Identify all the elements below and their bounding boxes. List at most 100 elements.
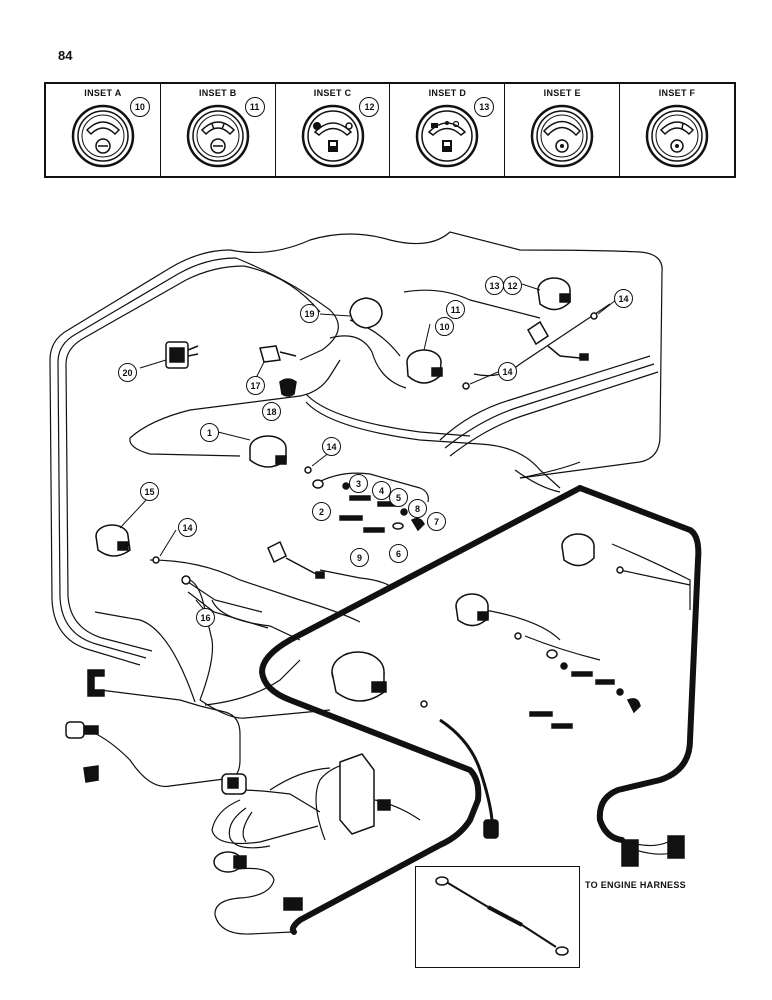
leader-lines (119, 283, 617, 613)
ignition-switch-icon (221, 773, 247, 795)
callout-1: 1 (200, 423, 219, 442)
inset-b: INSET B 11 (161, 84, 276, 176)
callout-17: 17 (246, 376, 265, 395)
plug-part-icon (392, 522, 404, 530)
connector-icon (590, 312, 598, 320)
plug-part-icon (312, 479, 324, 489)
gauge-meter-icon (186, 104, 249, 168)
callout-7: 7 (427, 512, 446, 531)
callout-10: 10 (435, 317, 454, 336)
inset-title: INSET C (313, 88, 352, 98)
inset-title: INSET F (658, 88, 696, 98)
inset-a: INSET A 10 (46, 84, 161, 176)
socket-part-icon (410, 517, 425, 532)
engine-connector-icon (667, 835, 685, 859)
callout-3: 3 (349, 474, 368, 493)
inset-c: INSET C 12 (276, 84, 391, 176)
socket-part-icon (626, 698, 641, 714)
inset-callout: 11 (244, 97, 265, 117)
engine-connector-icon (621, 839, 639, 867)
light-switch-icon (65, 721, 99, 739)
bulb-part-icon (560, 662, 568, 670)
callout-20: 20 (118, 363, 137, 382)
lead-part-icon (339, 515, 363, 521)
inset-d: INSET D 13 (390, 84, 506, 176)
callout-19: 19 (300, 304, 319, 323)
callout-8: 8 (408, 499, 427, 518)
push-switch-icon (213, 851, 247, 873)
callout-13: 13 (485, 276, 504, 295)
bulb-18-icon (279, 378, 297, 397)
engine-harness-label: TO ENGINE HARNESS (585, 880, 686, 890)
connector-icon (152, 556, 160, 564)
callout-6: 6 (389, 544, 408, 563)
large-gauge-icon (331, 651, 387, 702)
coax-plug-icon (483, 819, 499, 839)
inset-title: INSET E (543, 88, 581, 98)
lead-part-icon (349, 495, 371, 501)
callout-14: 14 (498, 362, 517, 381)
inset-callout: 12 (359, 97, 380, 117)
callout-11: 11 (446, 300, 465, 319)
callout-18: 18 (262, 402, 281, 421)
fuel-gauge-icon (416, 104, 479, 168)
callout-2: 2 (312, 502, 331, 521)
components (65, 277, 685, 911)
ground-strap-icon (435, 876, 569, 956)
connector-icon (616, 566, 624, 574)
inset-f: INSET F (620, 84, 734, 176)
callout-16: 16 (196, 608, 215, 627)
switch-20-icon (165, 341, 199, 369)
gauge-meter-icon (530, 104, 594, 168)
callout-5: 5 (389, 488, 408, 507)
connector-icon (462, 382, 470, 390)
main-harness-cable (259, 485, 702, 935)
callout-4: 4 (372, 481, 391, 500)
gauge-13-icon (537, 277, 571, 311)
gauge-10-icon (406, 349, 443, 384)
gauge-meter-icon (645, 104, 709, 168)
callout-14: 14 (322, 437, 341, 456)
lead-part-icon (595, 679, 615, 685)
sender-unit-icon (527, 320, 589, 361)
page-number: 84 (58, 48, 73, 63)
gauge-meter-icon (71, 104, 135, 168)
plug-part-icon (546, 649, 558, 659)
connector-icon (181, 575, 191, 585)
sender-unit-icon (267, 540, 325, 579)
connector-icon (420, 700, 428, 708)
connector-icon (304, 466, 312, 474)
connector-icon (514, 632, 522, 640)
socket-17-icon (259, 345, 297, 363)
harness-plug-icon (283, 897, 303, 911)
inset-title: INSET A (84, 88, 122, 98)
lead-part-icon (571, 671, 593, 677)
lamp-19-icon (349, 297, 383, 329)
detail-inset-box (415, 866, 580, 968)
gauge-15-icon (95, 524, 131, 557)
inset-e: INSET E (505, 84, 621, 176)
inset-callout: 13 (474, 97, 495, 117)
fuel-gauge-icon (301, 104, 364, 168)
gauge-icon (561, 533, 595, 567)
thin-wire-routes (49, 231, 691, 935)
gauge-icon (455, 593, 489, 627)
relay-icon (339, 753, 391, 835)
callout-9: 9 (350, 548, 369, 567)
callout-14: 14 (178, 518, 197, 537)
lead-part-icon (551, 723, 573, 729)
bulb-part-icon (400, 508, 408, 516)
inset-panel: INSET A 10 INSET B 11 INSET C 12 (44, 82, 736, 178)
inset-title: INSET D (428, 88, 467, 98)
callout-15: 15 (140, 482, 159, 501)
bulb-part-icon (616, 688, 624, 696)
callout-14: 14 (614, 289, 633, 308)
knob-icon (83, 765, 99, 783)
callout-12: 12 (503, 276, 522, 295)
lead-part-icon (529, 711, 553, 717)
inset-callout: 10 (129, 97, 150, 117)
gauge-1-icon (249, 435, 287, 468)
inset-title: INSET B (198, 88, 237, 98)
lead-part-icon (363, 527, 385, 533)
